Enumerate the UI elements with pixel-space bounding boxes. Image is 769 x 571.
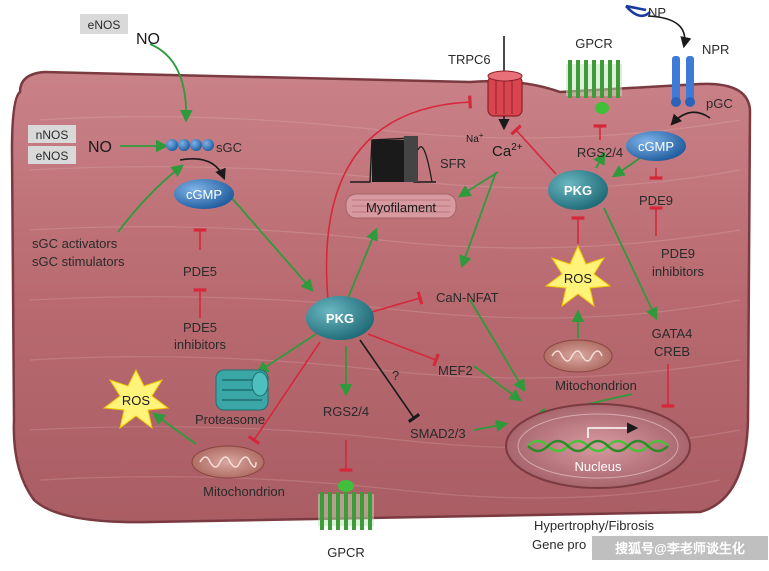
pde5-label: PDE5: [183, 264, 217, 279]
proteasome-icon: [215, 369, 269, 411]
smad-label: SMAD2/3: [410, 426, 466, 441]
na-label: Na+: [466, 131, 484, 145]
no-mid-label: NO: [88, 139, 112, 156]
myofilament-label: Myofilament: [366, 200, 436, 215]
activation-arrows: [117, 43, 658, 445]
np-label: NP: [648, 5, 666, 20]
pde9-inhibitors-line2: inhibitors: [652, 264, 705, 279]
cgmp-right-ellipse: [626, 131, 686, 161]
npr-receptor: [671, 56, 695, 107]
rgs-top-label: RGS2/4: [577, 145, 623, 160]
mito-left-label: Mitochondrion: [203, 484, 285, 499]
cgmp-right-label: cGMP: [638, 139, 674, 154]
gata4-label: GATA4: [652, 326, 693, 341]
ca-label: Ca2+: [492, 142, 523, 160]
nucleus-label: Nucleus: [575, 459, 622, 474]
ros-left-label: ROS: [122, 393, 151, 408]
sgc-label: sGC: [216, 140, 242, 155]
pde9-inhibitors-line1: PDE9: [661, 246, 695, 261]
inhibition-arrows: [193, 95, 675, 472]
mitochondrion-icon-left: [191, 445, 265, 479]
pgc-label: pGC: [706, 96, 733, 111]
pkg-right-blob: [548, 170, 608, 210]
cgmp-left-label: cGMP: [186, 187, 222, 202]
star-burst-icon-left: [102, 368, 170, 430]
ros-right-label: ROS: [564, 271, 593, 286]
nnos-box: [28, 125, 76, 143]
nucleus-icon: [505, 403, 691, 489]
pkg-right-label: PKG: [564, 183, 592, 198]
pde5-inhibitors-line2: inhibitors: [174, 337, 227, 352]
gpcr-bottom-receptor: [318, 480, 374, 530]
sgc-stimulators-label: sGC stimulators: [32, 254, 125, 269]
hypertrophy-label: Hypertrophy/Fibrosis: [534, 518, 654, 533]
pkg-center-label: PKG: [326, 311, 354, 326]
pde9-label: PDE9: [639, 193, 673, 208]
enos-top-label: eNOS: [88, 18, 121, 32]
gpcr-bottom-label: GPCR: [327, 545, 365, 560]
sgc-activators-label: sGC activators: [32, 236, 118, 251]
nnos-label: nNOS: [36, 128, 69, 142]
mef2-label: MEF2: [438, 363, 473, 378]
creb-label: CREB: [654, 344, 690, 359]
gpcr-top-label: GPCR: [575, 36, 613, 51]
enos-top-box: [80, 14, 128, 34]
watermark-bg: [592, 536, 768, 560]
enos-mid-label: eNOS: [36, 149, 69, 163]
question-label: ?: [392, 368, 399, 383]
can-nfat-label: CaN-NFAT: [436, 290, 499, 305]
star-burst-icon: [544, 244, 612, 308]
sfr-force-trace: [350, 136, 436, 183]
rgs-bottom-label: RGS2/4: [323, 404, 369, 419]
no-top-label: NO: [136, 31, 160, 48]
trpc6-channel: [487, 70, 523, 117]
watermark-label: 搜狐号@李老师谈生化: [615, 541, 745, 556]
myofilament-band: [345, 193, 457, 219]
trpc6-label: TRPC6: [448, 52, 491, 67]
mitochondrion-icon: [543, 339, 613, 373]
pde5-inhibitors-line1: PDE5: [183, 320, 217, 335]
mito-right-label: Mitochondrion: [555, 378, 637, 393]
cgmp-left-ellipse: [174, 179, 234, 209]
pkg-center-blob: [306, 296, 374, 340]
proteasome-label: Proteasome: [195, 412, 265, 427]
sfr-label: SFR: [440, 156, 466, 171]
enos-mid-box: [28, 146, 76, 164]
gpcr-top-receptor: [566, 60, 622, 114]
npr-label: NPR: [702, 42, 729, 57]
sgc-enzyme: [166, 139, 214, 151]
np-ligand-icon: [625, 4, 651, 18]
gene-program-label: Gene pro: [532, 537, 586, 552]
